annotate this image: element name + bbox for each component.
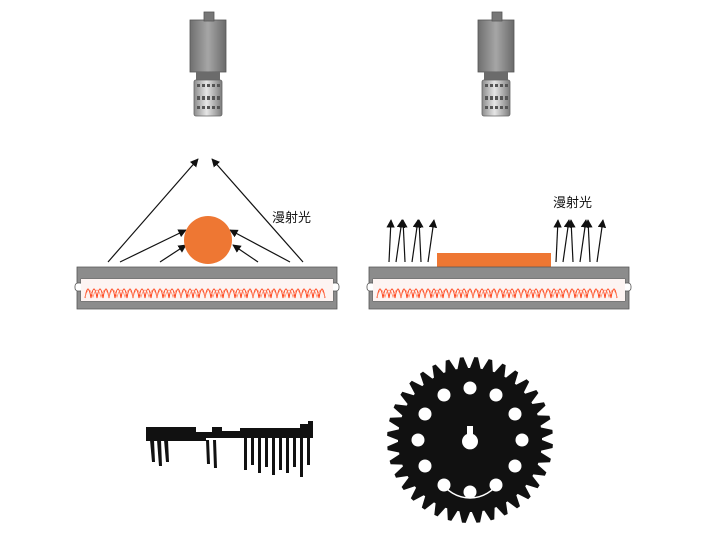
camera-icon [477, 11, 515, 117]
flat-object [437, 253, 551, 267]
gear-hole [418, 407, 432, 421]
diffuse-light-label: 漫射光 [553, 195, 592, 211]
diffuse-arrows [107, 158, 304, 263]
comb-part-silhouette [146, 421, 313, 477]
backlight-panel-icon [74, 266, 340, 310]
gear-hole [463, 485, 477, 499]
left-panel: 漫射光 [74, 11, 340, 310]
camera-icon [189, 11, 227, 117]
gear-hole [418, 459, 432, 473]
gear-arc [439, 479, 501, 499]
gear-hole [515, 433, 529, 447]
right-panel: 漫射光 [366, 11, 632, 310]
diffuse-arrows [386, 219, 607, 263]
round-object [184, 216, 232, 264]
gear-hole [489, 388, 503, 402]
gear-hole [463, 381, 477, 395]
gear-hole [508, 407, 522, 421]
gear-silhouette [387, 357, 553, 523]
diffuse-light-label: 漫射光 [272, 210, 311, 226]
gear-hub [462, 426, 478, 450]
gear-hole [437, 388, 451, 402]
backlight-panel-icon [366, 266, 632, 310]
gear-hole [411, 433, 425, 447]
gear-hole [508, 459, 522, 473]
